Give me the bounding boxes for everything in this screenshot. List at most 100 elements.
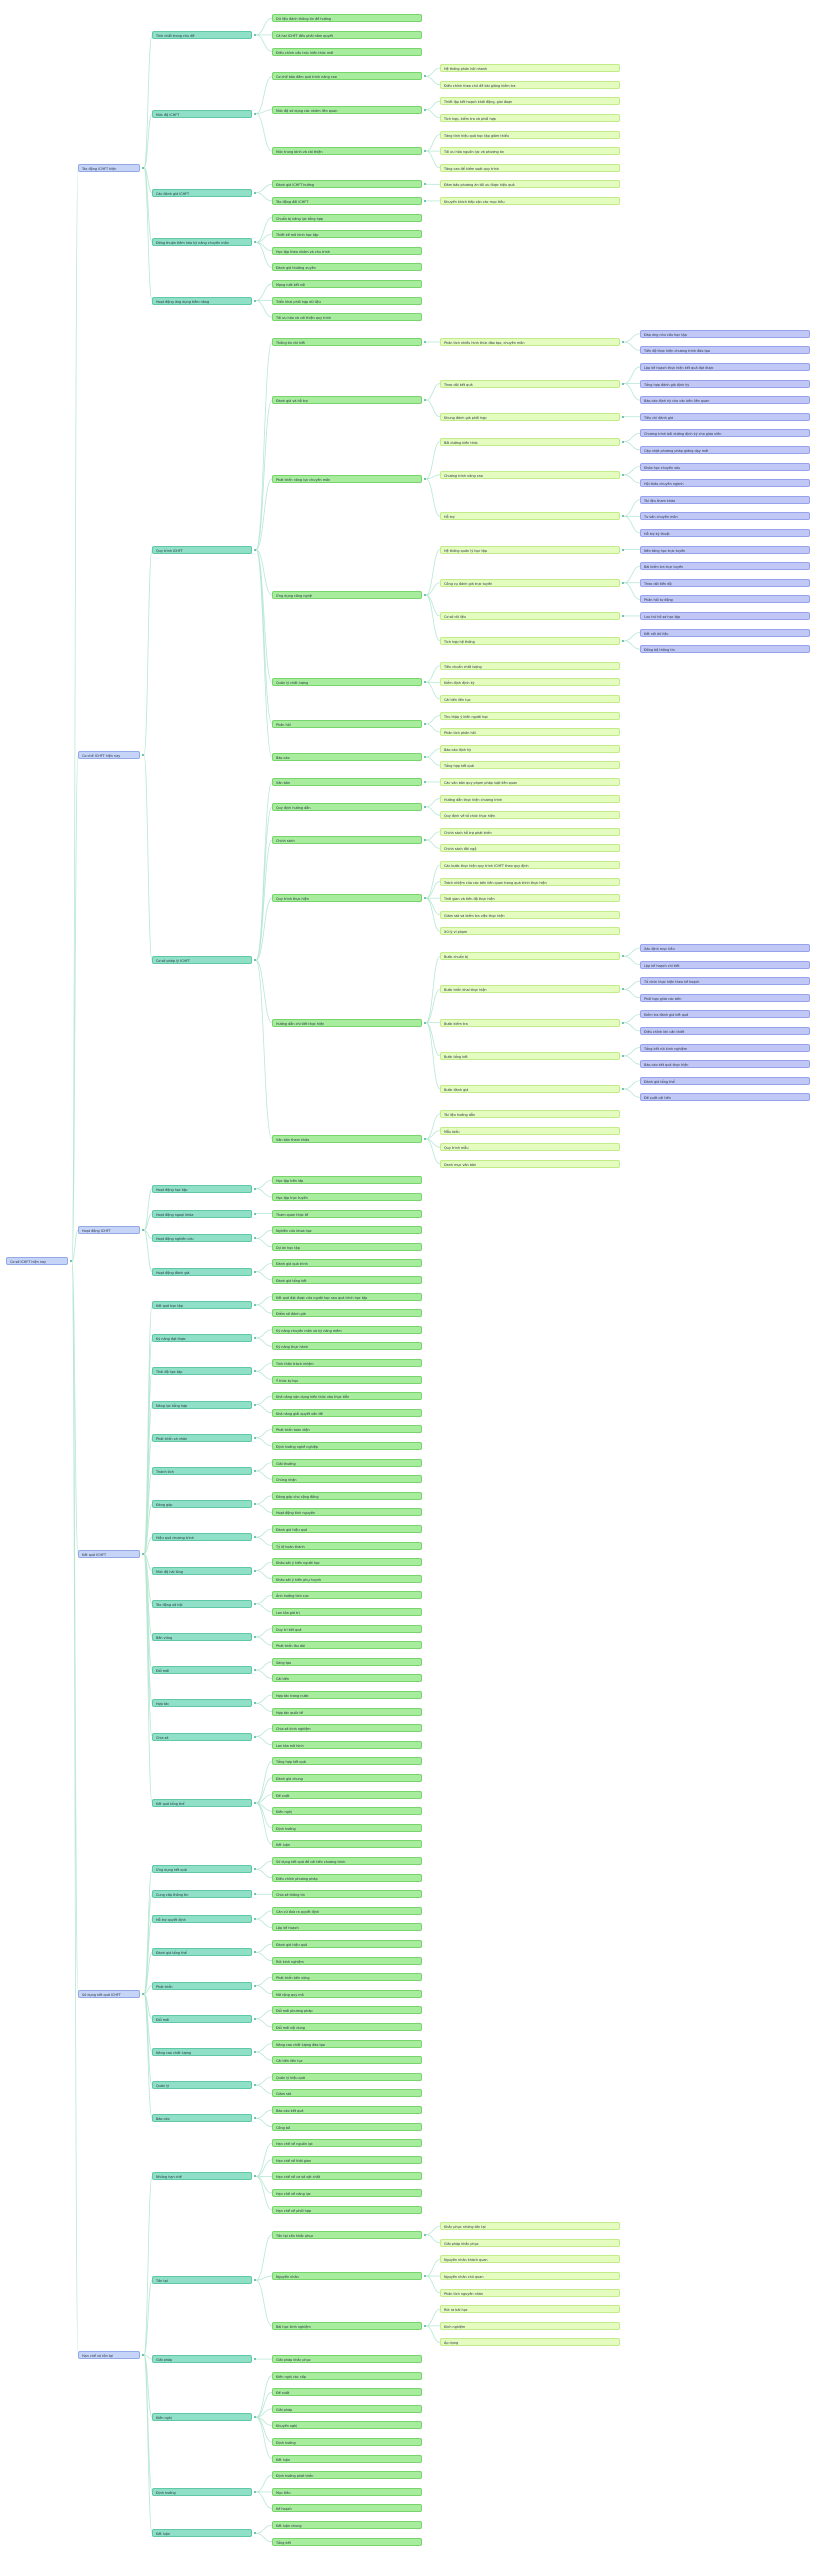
mindmap-node-level-4[interactable]: Thời gian và tiến độ thực hiện xyxy=(440,894,620,903)
mindmap-node-level-4[interactable]: Tích hợp, kiểm tra và phối hợp xyxy=(440,113,620,122)
mindmap-node-level-3[interactable]: Đóng góp cho cộng đồng xyxy=(272,1491,422,1500)
mindmap-node-level-3[interactable]: Phát triển năng lực chuyên môn xyxy=(272,474,422,483)
mindmap-node-level-4[interactable]: Khuyến khích tiếp cận các mục tiêu xyxy=(440,196,620,205)
mindmap-node-level-3[interactable]: Phát triển bền vững xyxy=(272,1973,422,1982)
mindmap-node-level-4[interactable]: Khung đánh giá phối hợp xyxy=(440,412,620,421)
mindmap-node-level-5[interactable]: Lập kế hoạch chi tiết xyxy=(640,960,810,969)
collapse-toggle-icon[interactable] xyxy=(254,1370,256,1373)
collapse-toggle-icon[interactable] xyxy=(622,1021,624,1024)
collapse-toggle-icon[interactable] xyxy=(424,183,426,186)
mindmap-node-level-5[interactable]: Tiêu chí đánh giá xyxy=(640,412,810,421)
mindmap-node-level-4[interactable]: Tăng tính hiệu quả học tập giảm thiểu xyxy=(440,130,620,139)
collapse-toggle-icon[interactable] xyxy=(254,2279,256,2282)
collapse-toggle-icon[interactable] xyxy=(254,2050,256,2053)
mindmap-node-level-4[interactable]: Áp dụng xyxy=(440,2338,620,2347)
mindmap-node-level-1[interactable]: Hạn chế và tồn tại xyxy=(78,2350,140,2359)
mindmap-node-level-3[interactable]: Mạng lưới kết nối xyxy=(272,279,422,288)
mindmap-node-level-3[interactable]: Ý thức tự học xyxy=(272,1375,422,1384)
mindmap-node-level-3[interactable]: Hạn chế về phối hợp xyxy=(272,2205,422,2214)
mindmap-node-level-3[interactable]: Kết luận chung xyxy=(272,2521,422,2530)
collapse-toggle-icon[interactable] xyxy=(254,1735,256,1738)
collapse-toggle-icon[interactable] xyxy=(254,112,256,115)
collapse-toggle-icon[interactable] xyxy=(254,959,256,962)
collapse-toggle-icon[interactable] xyxy=(254,1569,256,1572)
collapse-toggle-icon[interactable] xyxy=(142,2353,144,2356)
mindmap-node-level-3[interactable]: Kết luận xyxy=(272,2454,422,2463)
mindmap-node-level-3[interactable]: Báo cáo xyxy=(272,753,422,762)
mindmap-node-level-4[interactable]: Bồi dưỡng kiến thức xyxy=(440,437,620,446)
collapse-toggle-icon[interactable] xyxy=(254,2490,256,2493)
collapse-toggle-icon[interactable] xyxy=(142,1229,144,1232)
mindmap-node-level-2[interactable]: Thành tích xyxy=(152,1466,252,1475)
collapse-toggle-icon[interactable] xyxy=(622,440,624,443)
mindmap-node-level-3[interactable]: Kết luận xyxy=(272,1840,422,1849)
collapse-toggle-icon[interactable] xyxy=(254,1536,256,1539)
mindmap-node-level-5[interactable]: Khóa học chuyên sâu xyxy=(640,462,810,471)
mindmap-node-level-2[interactable]: Phát triển xyxy=(152,1981,252,1990)
mindmap-node-level-5[interactable]: Tiến độ thực hiện chương trình đào tạo xyxy=(640,346,810,355)
mindmap-node-level-4[interactable]: Chương trình nâng cao xyxy=(440,470,620,479)
collapse-toggle-icon[interactable] xyxy=(254,1893,256,1896)
mindmap-node-level-5[interactable]: Lập kế hoạch thực hiện kết quả đạt được xyxy=(640,362,810,371)
mindmap-node-level-4[interactable]: Phân tích phản hồi xyxy=(440,728,620,737)
mindmap-node-level-3[interactable]: Giải pháp khắc phục xyxy=(272,2355,422,2364)
mindmap-node-level-3[interactable]: Duy trì kết quả xyxy=(272,1624,422,1633)
collapse-toggle-icon[interactable] xyxy=(254,1403,256,1406)
mindmap-node-level-2[interactable]: Hoạt động học tập xyxy=(152,1184,252,1193)
mindmap-node-level-3[interactable]: Giải pháp xyxy=(272,2404,422,2413)
mindmap-node-level-3[interactable]: Văn bản tham khảo xyxy=(272,1134,422,1143)
mindmap-node-level-2[interactable]: Hoạt động nghiên cứu xyxy=(152,1234,252,1243)
collapse-toggle-icon[interactable] xyxy=(622,955,624,958)
mindmap-node-level-4[interactable]: Phân tích nhiều hình thức đào tạo, chuyê… xyxy=(440,338,620,347)
collapse-toggle-icon[interactable] xyxy=(254,2017,256,2020)
mindmap-node-level-2[interactable]: Đánh giá tổng thể xyxy=(152,1948,252,1957)
mindmap-node-level-2[interactable]: Đóng góp xyxy=(152,1500,252,1509)
mindmap-node-level-2[interactable]: Cơ sở pháp lý ICHFT xyxy=(152,956,252,965)
mindmap-node-level-3[interactable]: Định hướng xyxy=(272,2438,422,2447)
mindmap-node-level-4[interactable]: Hỗ trợ xyxy=(440,512,620,521)
collapse-toggle-icon[interactable] xyxy=(622,581,624,584)
mindmap-node-level-4[interactable]: Điều chỉnh theo chủ đề bài giảng kiểm tr… xyxy=(440,80,620,89)
mindmap-node-level-4[interactable]: Cải tiến liên tục xyxy=(440,694,620,703)
mindmap-node-level-4[interactable]: Chính sách đãi ngộ xyxy=(440,844,620,853)
mindmap-node-level-3[interactable]: Tối ưu hóa và cải thiện quy trình xyxy=(272,313,422,322)
collapse-toggle-icon[interactable] xyxy=(424,1137,426,1140)
mindmap-node-level-3[interactable]: Mở rộng quy mô xyxy=(272,1989,422,1998)
mindmap-node-level-3[interactable]: Kỹ năng thực hành xyxy=(272,1342,422,1351)
mindmap-node-level-3[interactable]: Điểm số đánh giá xyxy=(272,1309,422,1318)
mindmap-node-level-5[interactable]: Theo dõi tiến độ xyxy=(640,578,810,587)
mindmap-node-level-5[interactable]: Kết nối dữ liệu xyxy=(640,628,810,637)
mindmap-node-level-2[interactable]: Hoạt động ứng dụng tiềm năng xyxy=(152,296,252,305)
mindmap-node-level-3[interactable]: Cơ chế bảo đảm quá trình nâng cao xyxy=(272,72,422,81)
mindmap-node-level-2[interactable]: Ứng dụng kết quả xyxy=(152,1865,252,1874)
mindmap-node-level-4[interactable]: Nguyên nhân khách quan xyxy=(440,2255,620,2264)
mindmap-node-level-2[interactable]: Tính chất trong chu đề xyxy=(152,30,252,39)
mindmap-node-level-2[interactable]: Kết luận xyxy=(152,2529,252,2538)
mindmap-node-level-5[interactable]: Tổng kết rút kinh nghiệm xyxy=(640,1043,810,1052)
collapse-toggle-icon[interactable] xyxy=(622,639,624,642)
collapse-toggle-icon[interactable] xyxy=(424,75,426,78)
mindmap-node-level-2[interactable]: Hợp tác xyxy=(152,1699,252,1708)
collapse-toggle-icon[interactable] xyxy=(254,1436,256,1439)
mindmap-node-level-3[interactable]: Kết quả đạt được của người học sau quá t… xyxy=(272,1292,422,1301)
collapse-toggle-icon[interactable] xyxy=(254,1801,256,1804)
collapse-toggle-icon[interactable] xyxy=(622,988,624,991)
collapse-toggle-icon[interactable] xyxy=(622,1088,624,1091)
mindmap-node-level-3[interactable]: Học tập trực tuyến xyxy=(272,1192,422,1201)
mindmap-node-level-3[interactable]: Đề xuất xyxy=(272,1790,422,1799)
collapse-toggle-icon[interactable] xyxy=(254,1951,256,1954)
collapse-toggle-icon[interactable] xyxy=(254,1187,256,1190)
collapse-toggle-icon[interactable] xyxy=(254,2117,256,2120)
mindmap-node-level-1[interactable]: Cơ chế ICHFT hiện nay xyxy=(78,750,140,759)
mindmap-node-level-4[interactable]: Cơ sở dữ liệu xyxy=(440,611,620,620)
mindmap-node-level-4[interactable]: Mẫu biểu xyxy=(440,1126,620,1135)
mindmap-node-level-3[interactable]: Quy trình thực hiện xyxy=(272,894,422,903)
mindmap-node-level-2[interactable]: Tác động xã hội xyxy=(152,1599,252,1608)
mindmap-node-level-4[interactable]: Các bước thực hiện quy trình ICHFT theo … xyxy=(440,860,620,869)
collapse-toggle-icon[interactable] xyxy=(254,1702,256,1705)
mindmap-node-level-2[interactable]: Nâng cao chất lượng xyxy=(152,2047,252,2056)
collapse-toggle-icon[interactable] xyxy=(424,108,426,111)
mindmap-node-level-3[interactable]: Đánh giá hiệu quả xyxy=(272,1525,422,1534)
mindmap-node-level-3[interactable]: Hạn chế về năng lực xyxy=(272,2189,422,2198)
mindmap-node-level-4[interactable]: Thiết lập kết hoạch khởi động, giai đoạn xyxy=(440,97,620,106)
